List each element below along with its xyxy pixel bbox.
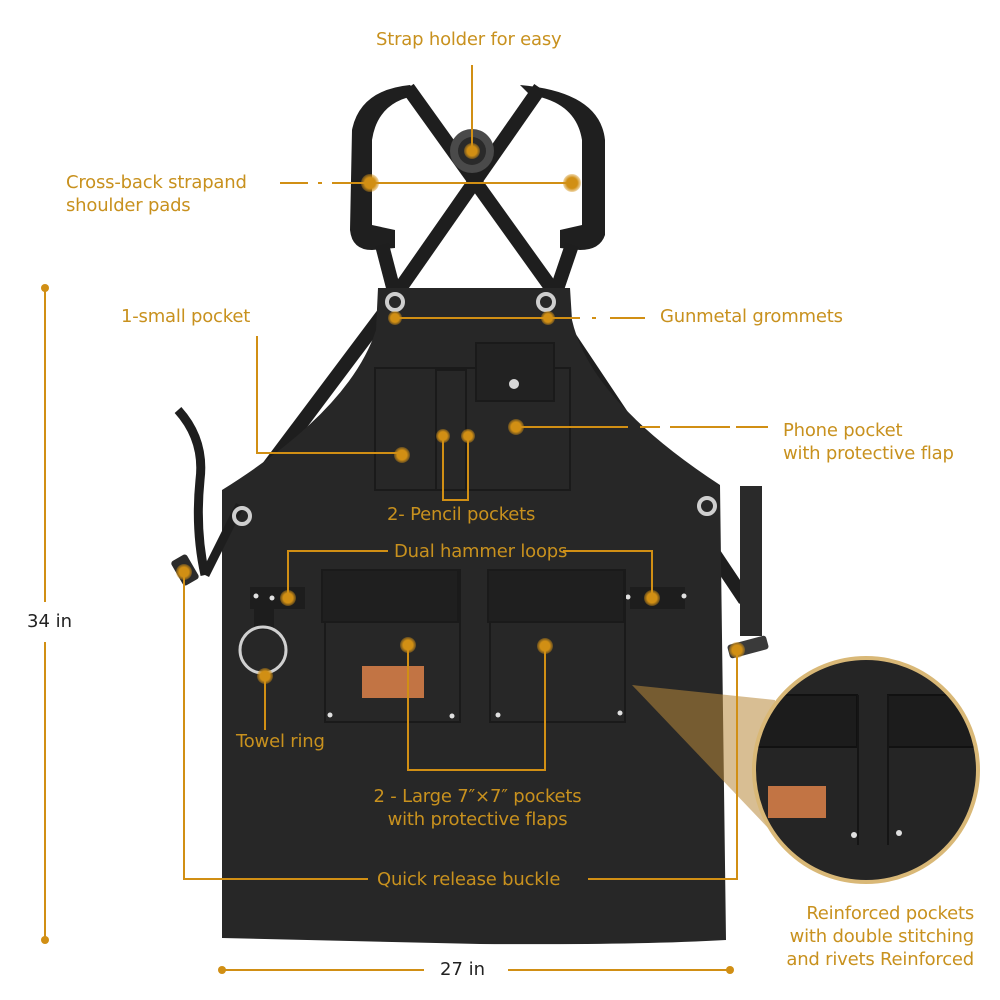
- label-strap-holder: Strap holder for easy: [376, 29, 562, 50]
- label-phone-pocket-line2: with protective flap: [783, 443, 954, 464]
- label-reinforced-line2: with double stitching: [789, 926, 975, 947]
- label-reinforced-line3: and rivets Reinforced: [786, 949, 974, 970]
- label-cross-back-line1: Cross-back strapand: [66, 172, 247, 193]
- dimension-width: 27 in: [440, 959, 486, 980]
- reinforced-pocket-zoom: [754, 658, 978, 882]
- label-small-pocket: 1-small pocket: [121, 306, 251, 327]
- label-gunmetal-grommets: Gunmetal grommets: [660, 306, 843, 327]
- dimension-endpoints: [41, 284, 734, 974]
- label-reinforced-pockets: Reinforced pockets with double stitching…: [752, 902, 974, 971]
- label-large-pockets-line1: 2 - Large 7″×7″ pockets: [373, 786, 582, 807]
- zoom-callout-cone: [632, 685, 775, 830]
- label-quick-release-buckle: Quick release buckle: [377, 869, 561, 890]
- shoulder-pads: [350, 85, 605, 250]
- chest-pockets: [374, 342, 571, 491]
- dimension-height: 34 in: [27, 611, 73, 632]
- label-hammer-loops: Dual hammer loops: [394, 541, 568, 562]
- leather-patch: [362, 666, 424, 698]
- grommets: [232, 292, 717, 526]
- label-phone-pocket-line1: Phone pocket: [783, 420, 903, 441]
- callout-dots: [176, 143, 745, 684]
- label-large-pockets: 2 - Large 7″×7″ pockets with protective …: [355, 785, 600, 831]
- apron-body: [222, 288, 726, 945]
- label-cross-back-straps: Cross-back strapand shoulder pads: [66, 171, 247, 217]
- label-pencil-pockets: 2- Pencil pockets: [387, 504, 536, 525]
- label-large-pockets-line2: with protective flaps: [387, 809, 568, 830]
- label-towel-ring: Towel ring: [236, 731, 325, 752]
- label-phone-pocket: Phone pocket with protective flap: [783, 419, 954, 465]
- label-cross-back-line2: shoulder pads: [66, 195, 191, 216]
- large-pockets: [321, 569, 626, 723]
- label-reinforced-line1: Reinforced pockets: [806, 903, 974, 924]
